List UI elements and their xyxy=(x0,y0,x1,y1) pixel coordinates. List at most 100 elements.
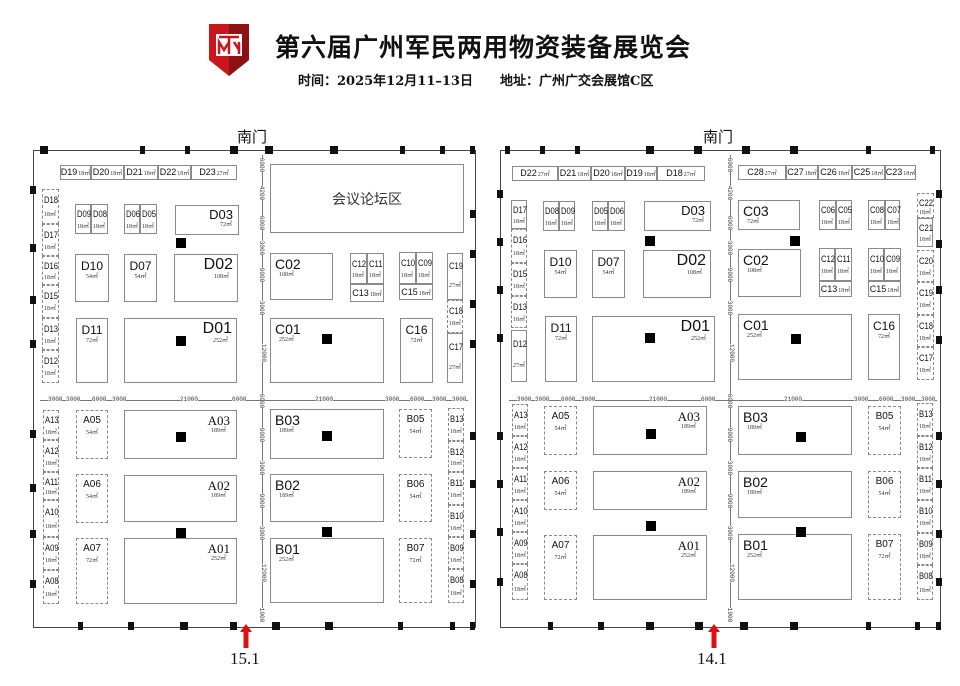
booth[interactable]: D1054㎡ xyxy=(75,254,109,302)
booth[interactable]: C2827㎡ xyxy=(738,165,786,180)
booth[interactable]: C1672㎡ xyxy=(400,318,433,383)
booth[interactable]: A0918㎡ xyxy=(43,537,59,570)
booth[interactable]: D1918㎡ xyxy=(60,165,91,180)
booth[interactable]: A0818㎡ xyxy=(512,564,528,600)
booth[interactable]: A1218㎡ xyxy=(512,436,528,468)
booth[interactable]: B0654㎡ xyxy=(868,471,901,518)
booth[interactable]: B1018㎡ xyxy=(448,505,464,537)
booth[interactable]: C0918㎡ xyxy=(884,248,901,281)
booth[interactable]: C02108㎡ xyxy=(738,249,801,297)
booth[interactable]: B0918㎡ xyxy=(917,533,933,565)
booth[interactable]: C2018㎡ xyxy=(917,250,934,282)
booth[interactable]: D2118㎡ xyxy=(558,166,591,181)
booth[interactable]: C01252㎡ xyxy=(738,314,852,380)
booth[interactable]: D1218㎡ xyxy=(42,350,59,383)
booth[interactable]: B0554㎡ xyxy=(399,409,432,458)
booth[interactable]: C1118㎡ xyxy=(835,248,852,281)
booth[interactable]: D1618㎡ xyxy=(42,256,59,285)
booth[interactable]: D0518㎡ xyxy=(140,204,157,234)
booth[interactable]: A0818㎡ xyxy=(43,570,59,604)
booth[interactable]: C1018㎡ xyxy=(399,252,416,284)
booth[interactable]: D01252㎡ xyxy=(592,316,715,382)
booth[interactable]: D1518㎡ xyxy=(42,285,59,318)
booth[interactable]: B01252㎡ xyxy=(270,538,384,603)
booth[interactable]: B0818㎡ xyxy=(917,565,933,600)
booth[interactable]: C2618㎡ xyxy=(818,165,852,180)
booth[interactable]: B02189㎡ xyxy=(738,471,852,518)
booth[interactable]: B02189㎡ xyxy=(270,474,384,522)
booth[interactable]: A01252㎡ xyxy=(593,535,707,600)
booth[interactable]: A0918㎡ xyxy=(512,532,528,564)
booth[interactable]: D1227㎡ xyxy=(511,330,527,382)
booth[interactable]: B0772㎡ xyxy=(868,534,901,600)
booth[interactable]: A1018㎡ xyxy=(43,500,59,537)
booth[interactable]: D1718㎡ xyxy=(511,200,527,229)
booth[interactable]: C1818㎡ xyxy=(447,300,463,333)
booth[interactable]: D0372㎡ xyxy=(175,205,239,235)
booth[interactable]: C1318㎡ xyxy=(819,281,852,297)
booth[interactable]: D0818㎡ xyxy=(91,204,108,234)
booth[interactable]: C0372㎡ xyxy=(738,200,800,230)
booth[interactable]: D1718㎡ xyxy=(42,224,59,256)
booth[interactable]: C1318㎡ xyxy=(350,284,384,302)
booth[interactable]: A1218㎡ xyxy=(43,440,59,472)
booth[interactable]: D0518㎡ xyxy=(592,201,608,231)
booth[interactable]: B1318㎡ xyxy=(448,408,464,441)
booth[interactable]: C2518㎡ xyxy=(852,165,885,180)
booth[interactable]: C2218㎡ xyxy=(917,193,934,218)
booth[interactable]: A02189㎡ xyxy=(124,475,237,522)
booth[interactable]: C2318㎡ xyxy=(885,165,916,180)
booth[interactable]: C02108㎡ xyxy=(270,253,333,300)
booth[interactable]: B0918㎡ xyxy=(448,537,464,569)
booth[interactable]: C0818㎡ xyxy=(868,200,885,230)
booth[interactable]: A1318㎡ xyxy=(512,404,528,436)
booth[interactable]: C1818㎡ xyxy=(917,315,934,347)
booth[interactable]: C0618㎡ xyxy=(819,200,836,230)
booth[interactable]: D1054㎡ xyxy=(544,250,577,298)
booth[interactable]: B0818㎡ xyxy=(448,569,464,603)
booth[interactable]: B1118㎡ xyxy=(448,472,464,505)
booth[interactable]: C1218㎡ xyxy=(350,253,367,284)
booth[interactable]: C2718㎡ xyxy=(786,165,818,180)
booth[interactable]: D1818㎡ xyxy=(42,189,59,224)
booth[interactable]: B1218㎡ xyxy=(448,441,464,472)
booth[interactable]: D1318㎡ xyxy=(511,296,527,328)
booth[interactable]: C1672㎡ xyxy=(868,314,900,380)
booth[interactable]: B1018㎡ xyxy=(917,500,933,533)
booth[interactable]: A0554㎡ xyxy=(544,406,577,455)
booth[interactable]: D1827㎡ xyxy=(657,166,705,181)
booth[interactable]: C1218㎡ xyxy=(819,248,835,281)
booth[interactable]: D2018㎡ xyxy=(91,165,124,180)
booth[interactable]: D2227㎡ xyxy=(512,166,558,181)
booth[interactable]: B1118㎡ xyxy=(917,468,933,500)
booth[interactable]: D2327㎡ xyxy=(191,165,237,180)
booth[interactable]: C1118㎡ xyxy=(367,253,384,284)
booth[interactable]: A0654㎡ xyxy=(76,474,108,523)
booth[interactable]: D1318㎡ xyxy=(42,318,59,350)
booth[interactable]: A1118㎡ xyxy=(512,468,528,500)
booth[interactable]: A0772㎡ xyxy=(544,535,577,600)
booth[interactable]: D0918㎡ xyxy=(559,201,575,231)
booth[interactable]: B03189㎡ xyxy=(738,406,852,455)
booth[interactable]: D0754㎡ xyxy=(592,250,625,298)
booth[interactable]: A0772㎡ xyxy=(76,538,108,604)
booth[interactable]: C1518㎡ xyxy=(399,284,433,300)
booth[interactable]: A01252㎡ xyxy=(124,538,237,604)
booth[interactable]: D2018㎡ xyxy=(591,166,625,181)
booth[interactable]: D02108㎡ xyxy=(174,254,238,302)
booth[interactable]: C1518㎡ xyxy=(868,281,901,297)
booth[interactable]: C1718㎡ xyxy=(917,347,934,380)
booth[interactable]: D01252㎡ xyxy=(124,318,237,383)
booth[interactable]: D0818㎡ xyxy=(543,201,559,231)
booth[interactable]: B1218㎡ xyxy=(917,436,933,468)
booth[interactable]: A1118㎡ xyxy=(43,472,59,500)
booth[interactable]: D1172㎡ xyxy=(76,318,108,383)
booth[interactable]: C1927㎡ xyxy=(447,253,463,300)
booth[interactable]: C2118㎡ xyxy=(917,218,933,247)
booth[interactable]: C0518㎡ xyxy=(836,200,852,230)
booth[interactable]: B0654㎡ xyxy=(399,474,432,522)
booth[interactable]: D2218㎡ xyxy=(158,165,191,180)
booth[interactable]: D1618㎡ xyxy=(511,229,527,263)
booth[interactable]: A1318㎡ xyxy=(43,410,59,440)
booth[interactable]: B0554㎡ xyxy=(868,406,901,455)
